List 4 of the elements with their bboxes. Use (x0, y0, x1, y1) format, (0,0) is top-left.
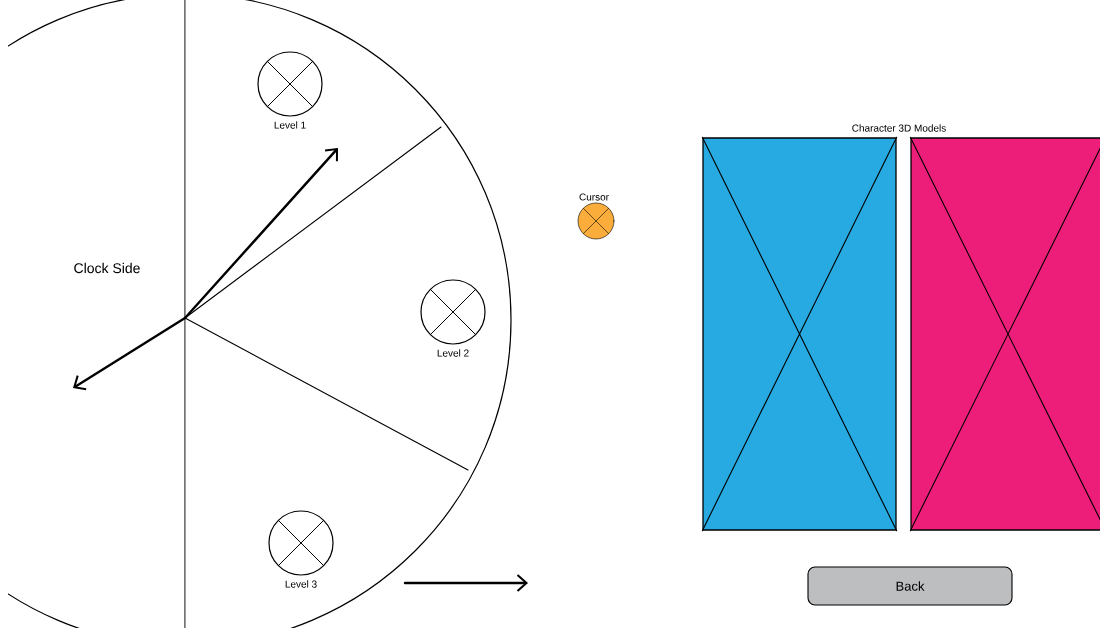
back-button: Back (807, 566, 1013, 606)
image-placeholder (909, 136, 1100, 532)
section-title: Character 3D Models (852, 124, 946, 132)
image-placeholder (701, 136, 898, 532)
